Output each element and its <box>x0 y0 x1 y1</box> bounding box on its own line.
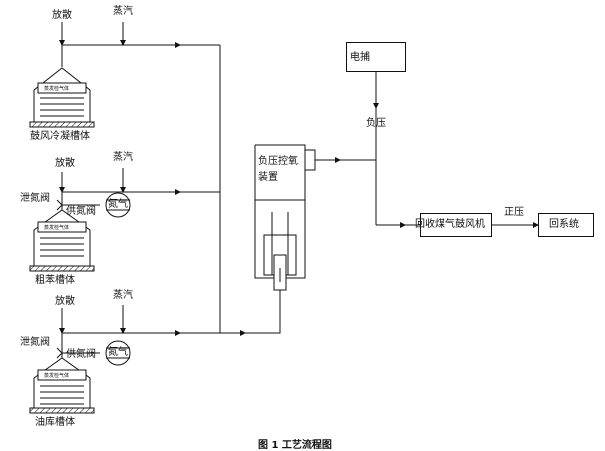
control-device-label-line2: 装置 <box>258 172 278 183</box>
tank-2 <box>29 209 95 272</box>
nitrogen-label-2: 氮气 <box>108 199 128 210</box>
positive-pressure-label: 正压 <box>504 207 524 218</box>
tank3-plate: 蒸发检气体 <box>44 373 70 379</box>
tank1-outlet-pipe <box>61 44 220 67</box>
return-system-box: 回系统 <box>538 213 594 237</box>
vent-label-2: 放散 <box>55 158 75 169</box>
tank3-name: 油库槽体 <box>35 417 75 428</box>
tank-1 <box>29 67 95 128</box>
vent-label-3: 放散 <box>55 296 75 307</box>
control-device-label-line1: 负压控氧 <box>258 156 298 167</box>
gas-blower-box: 回收煤气鼓风机 <box>415 213 492 237</box>
vent-label-1: 放散 <box>52 10 72 21</box>
tank2-name: 粗苯槽体 <box>35 275 75 286</box>
pipe-to-control-device <box>220 290 281 334</box>
electrostatic-precipitator-box: 电捕 <box>346 42 406 72</box>
steam-label-1: 蒸汽 <box>113 6 133 17</box>
steam-label-2: 蒸汽 <box>113 152 133 163</box>
negative-pressure-label: 负压 <box>366 118 386 129</box>
n-release-valve-label-2: 泄氮阀 <box>20 193 50 204</box>
tank1-plate: 蒸发检气体 <box>44 86 70 92</box>
steam-label-3: 蒸汽 <box>113 290 133 301</box>
tank2-plate: 蒸发检气体 <box>44 225 70 231</box>
n-supply-valve-label-3: 供氮阀 <box>66 349 96 360</box>
n-supply-valve-label-2: 供氮阀 <box>66 206 96 217</box>
tank1-name: 鼓风冷凝槽体 <box>30 131 90 142</box>
electrostatic-precipitator-label: 电捕 <box>350 52 370 63</box>
tank-3 <box>29 357 95 414</box>
figure-caption: 图 1 工艺流程图 <box>258 440 332 451</box>
return-system-label: 回系统 <box>549 219 579 230</box>
gas-blower-label: 回收煤气鼓风机 <box>415 219 485 230</box>
nitrogen-label-3: 氮气 <box>108 347 128 358</box>
n-release-valve-label-3: 泄氮阀 <box>20 337 50 348</box>
